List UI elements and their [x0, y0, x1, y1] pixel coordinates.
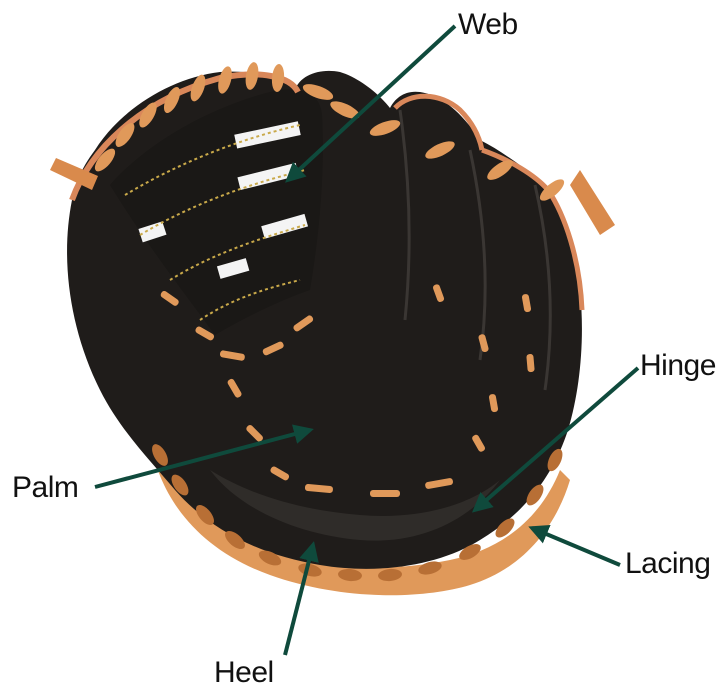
- hinge-label: Hinge: [640, 351, 716, 381]
- heel-label: Heel: [214, 658, 274, 688]
- palm-label: Palm: [12, 473, 78, 503]
- pinky-strap: [570, 170, 615, 235]
- lacing-label: Lacing: [625, 549, 710, 579]
- web-label: Web: [458, 10, 518, 40]
- lacing-arrow: [532, 528, 620, 565]
